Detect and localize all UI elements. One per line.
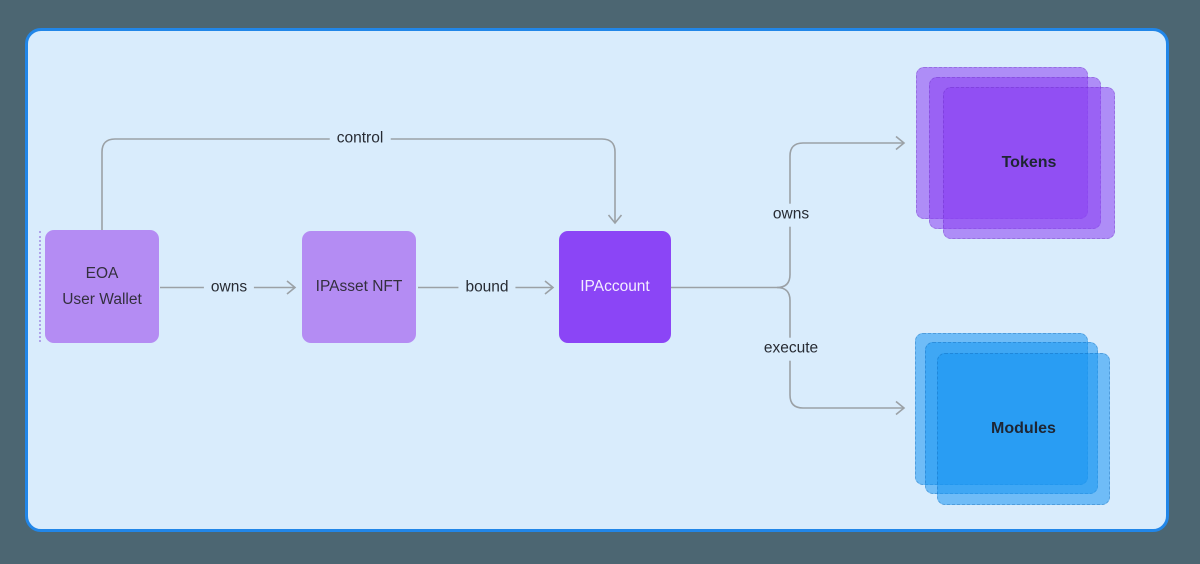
node-ipasset-nft-label: IPAsset NFT <box>315 278 403 295</box>
node-ipasset-nft: IPAsset NFT <box>302 231 416 343</box>
node-eoa-label-line2: User Wallet <box>62 290 142 308</box>
modules-layer-front: Modules <box>937 353 1110 505</box>
node-ipaccount: IPAccount <box>559 231 671 343</box>
node-tokens-label: Tokens <box>1001 154 1057 171</box>
edge-label-wallet-owns: owns <box>203 276 255 300</box>
node-modules-stack: Modules <box>915 333 1111 509</box>
node-eoa-user-wallet: EOA User Wallet <box>45 230 159 343</box>
edge-label-control: control <box>329 127 391 151</box>
node-eoa-label-line1: EOA <box>85 264 119 282</box>
node-ipaccount-label: IPAccount <box>580 278 650 295</box>
node-tokens-stack: Tokens <box>916 67 1115 240</box>
edge-label-account-owns: owns <box>765 203 817 227</box>
tokens-layer-front: Tokens <box>943 87 1115 239</box>
eoa-dotted-guide <box>39 231 41 342</box>
edge-label-account-execute: execute <box>756 337 826 361</box>
node-modules-label: Modules <box>991 420 1056 437</box>
edge-label-bound: bound <box>458 276 516 300</box>
